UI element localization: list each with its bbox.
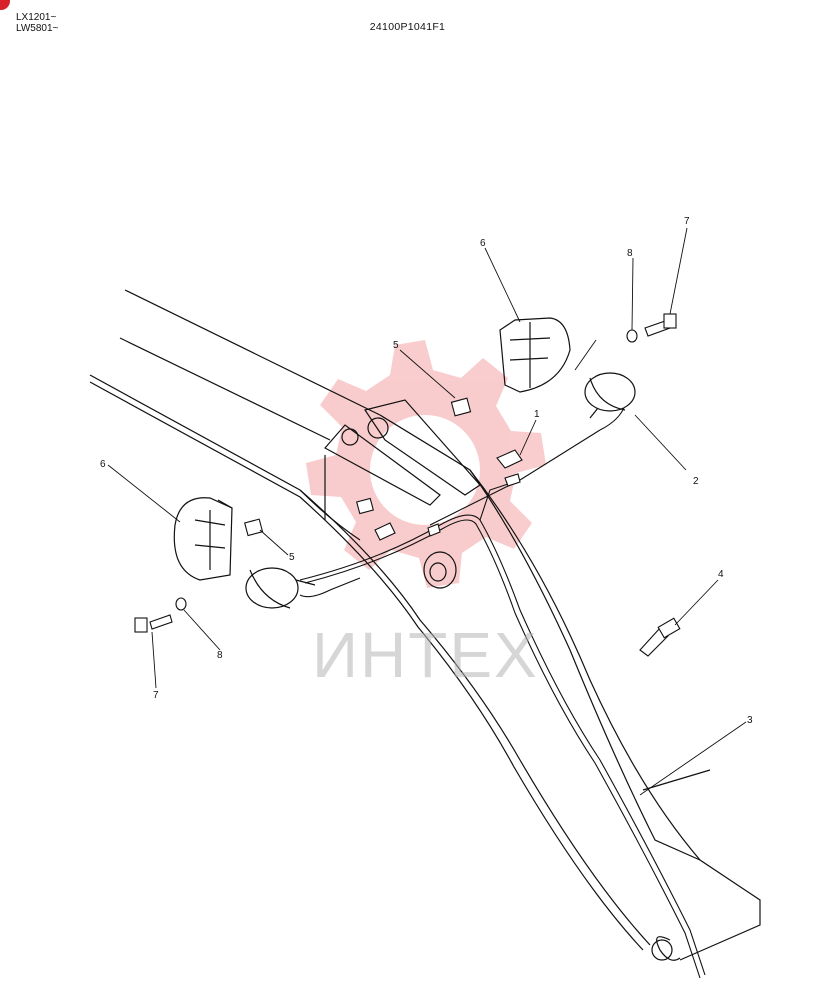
serial-range-1: LX1201~ bbox=[16, 12, 57, 23]
right-work-light bbox=[584, 372, 636, 419]
callout-7a: 7 bbox=[684, 216, 690, 227]
boom-bushing bbox=[423, 551, 457, 589]
callout-7b: 7 bbox=[153, 690, 159, 701]
watermark-text: ИНТЕХ bbox=[312, 619, 539, 691]
callout-6b: 6 bbox=[100, 459, 106, 470]
left-light-guard bbox=[173, 497, 233, 581]
diagram-code: 24100P1041F1 bbox=[369, 21, 446, 33]
corner-mark bbox=[0, 0, 10, 10]
boom-bracket bbox=[324, 399, 481, 520]
callout-2: 2 bbox=[693, 476, 699, 487]
callout-8a: 8 bbox=[627, 248, 633, 259]
fasteners bbox=[134, 313, 677, 633]
small-parts bbox=[244, 397, 523, 541]
serial-range-2: LW5801~ bbox=[16, 23, 59, 34]
leader-lines bbox=[107, 227, 747, 796]
callout-1: 1 bbox=[534, 409, 540, 420]
callout-4: 4 bbox=[718, 569, 724, 580]
boom bbox=[89, 289, 761, 961]
callout-8b: 8 bbox=[217, 650, 223, 661]
callout-6a: 6 bbox=[480, 238, 486, 249]
callout-5a: 5 bbox=[393, 340, 399, 351]
watermark-gear bbox=[306, 340, 546, 588]
sensor-part-4 bbox=[639, 617, 681, 657]
left-work-light bbox=[245, 567, 361, 609]
right-light-guard bbox=[499, 317, 571, 393]
callout-5b: 5 bbox=[289, 552, 295, 563]
callout-3: 3 bbox=[747, 715, 753, 726]
